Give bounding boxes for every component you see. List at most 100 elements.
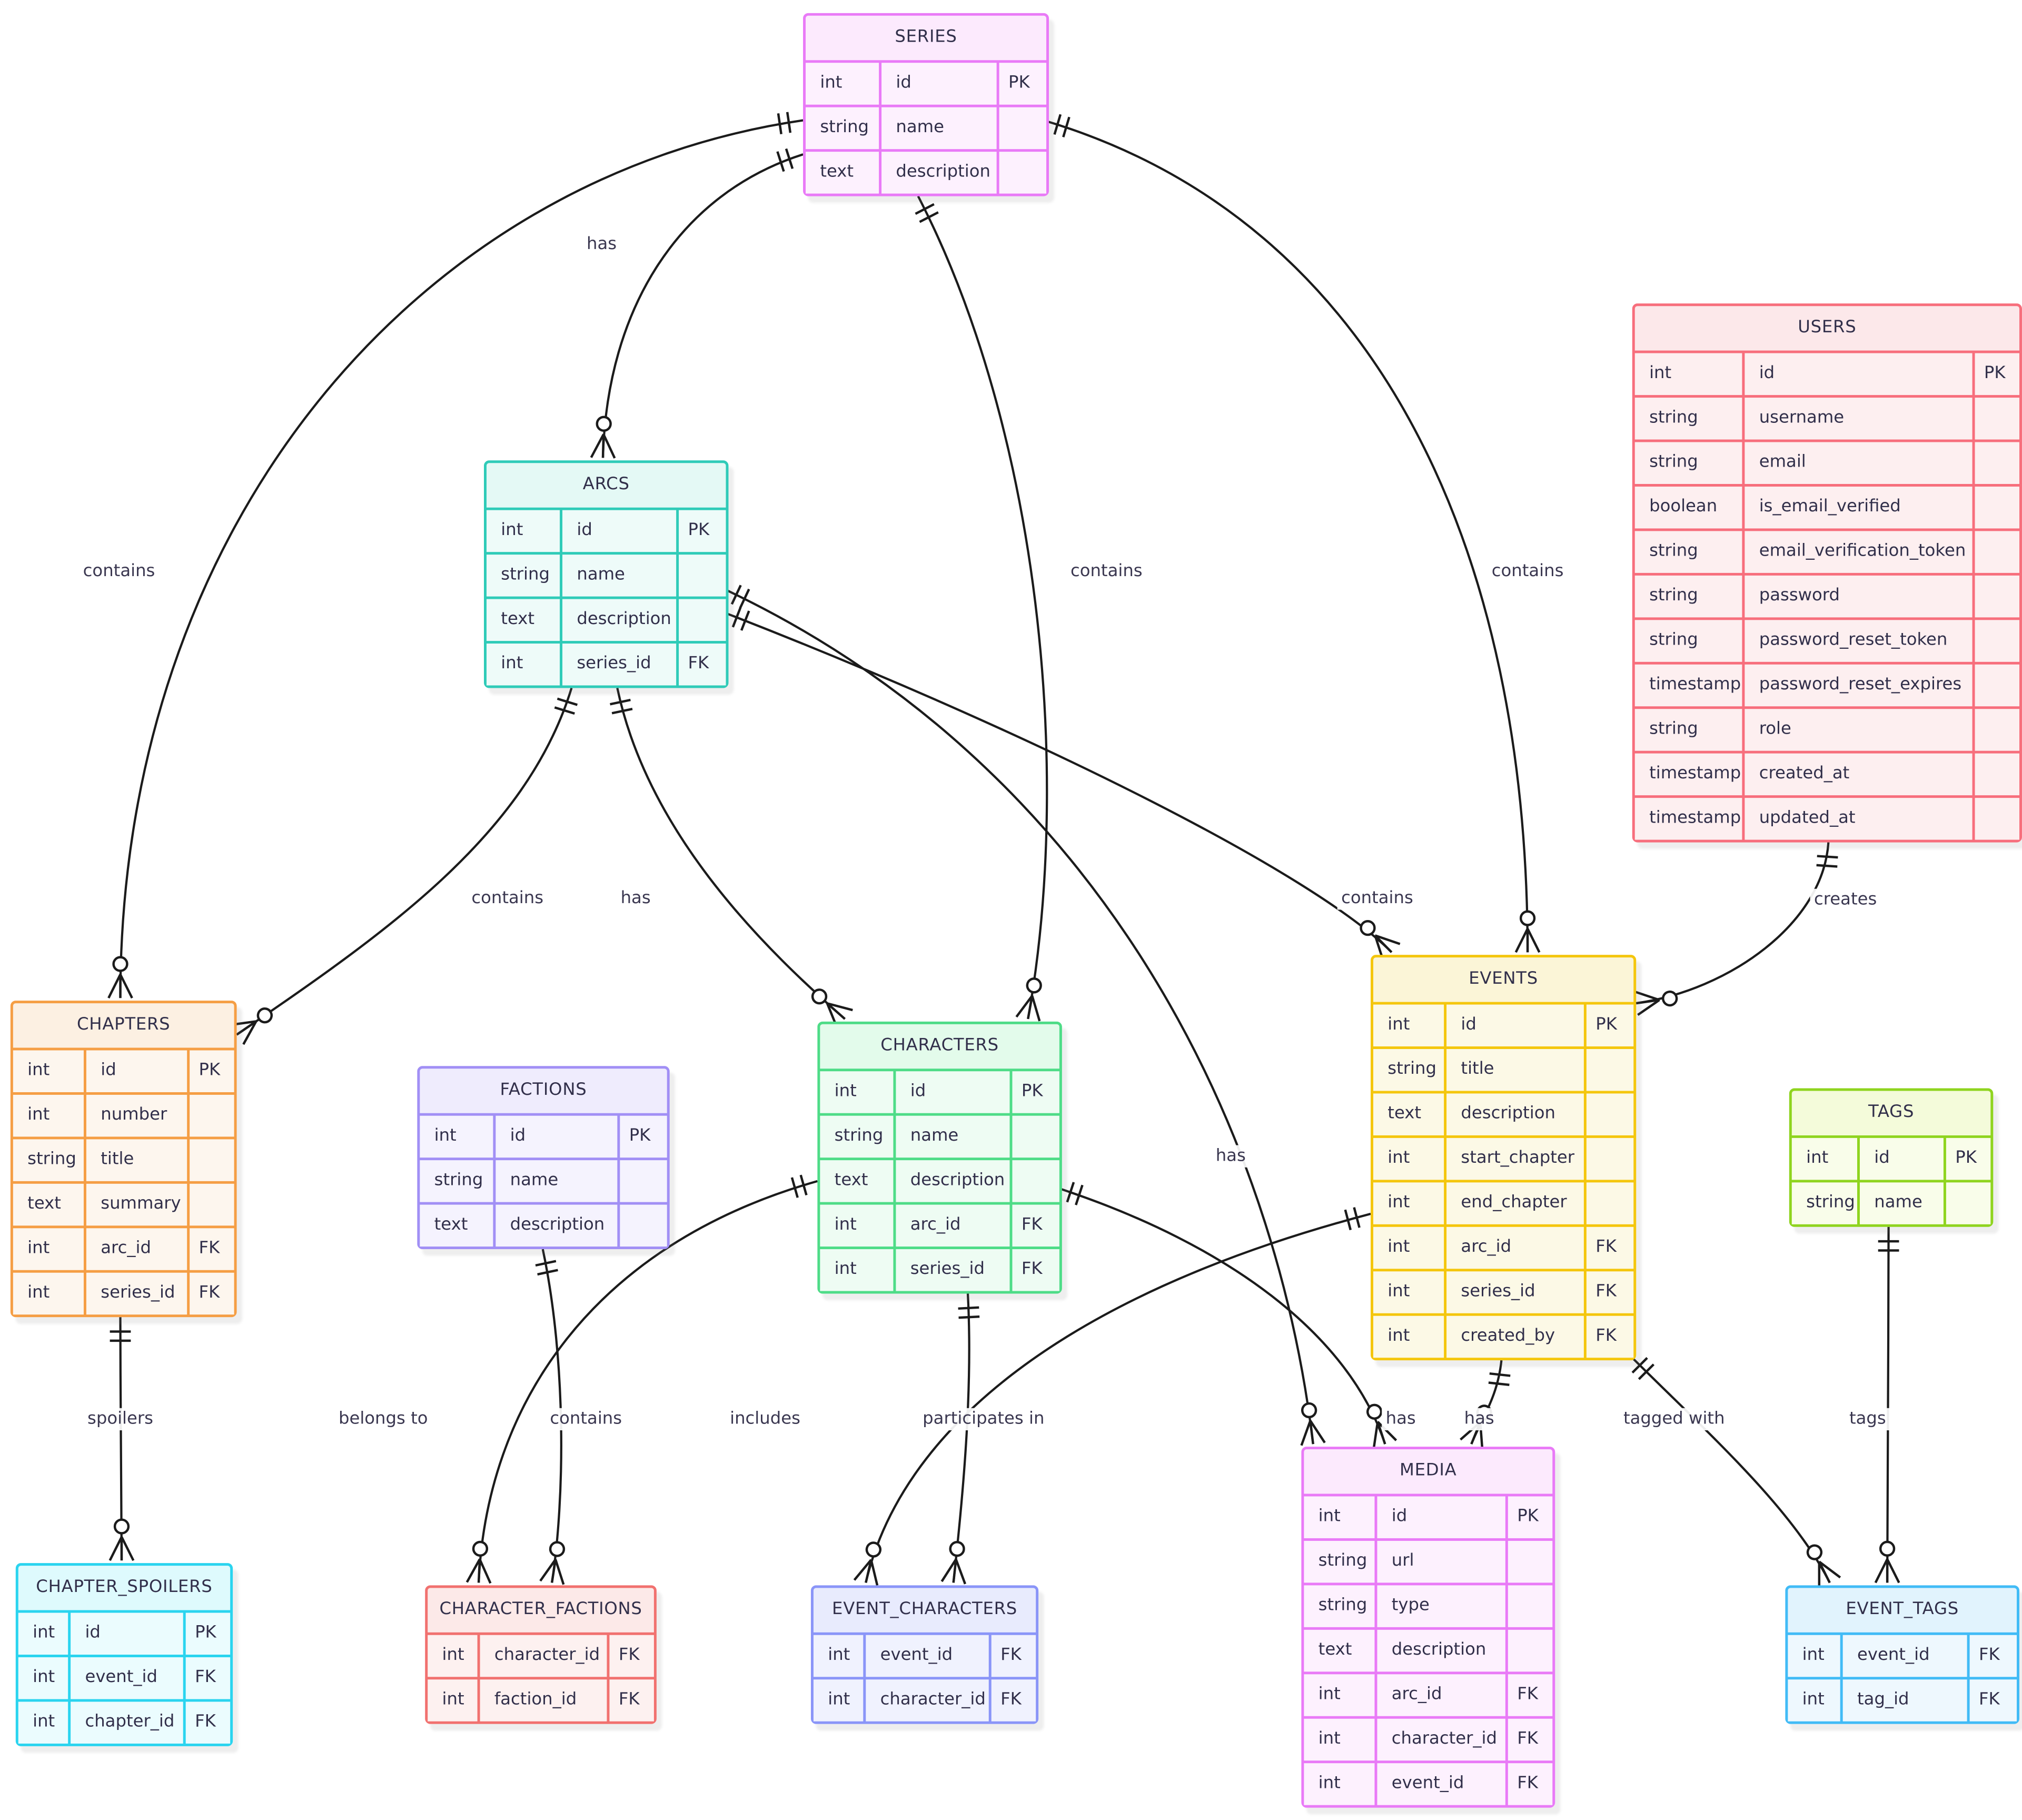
attr-key-cell: FK bbox=[1586, 1226, 1634, 1269]
attr-key-cell bbox=[999, 152, 1047, 194]
attr-type-cell: string bbox=[1304, 1540, 1375, 1583]
attr-key-cell bbox=[1975, 709, 2019, 751]
entity-title: EVENTS bbox=[1373, 957, 1634, 1002]
attr-name-cell: start_chapter bbox=[1446, 1138, 1584, 1180]
entity-title: CHARACTERS bbox=[820, 1024, 1059, 1069]
attr-type-cell: timestamp bbox=[1634, 753, 1742, 796]
attr-name-cell: role bbox=[1745, 709, 1973, 751]
attr-type-cell: int bbox=[13, 1050, 84, 1092]
attr-key-cell: FK bbox=[1969, 1679, 2017, 1722]
attr-type-cell: string bbox=[1634, 531, 1742, 573]
attr-name-cell: password_reset_expires bbox=[1745, 664, 1973, 707]
attr-name-cell: id bbox=[495, 1115, 618, 1158]
attr-name-cell: end_chapter bbox=[1446, 1182, 1584, 1224]
attr-name-cell: id bbox=[881, 63, 997, 105]
attr-key-cell: FK bbox=[1508, 1763, 1553, 1805]
entity-title: CHAPTER_SPOILERS bbox=[18, 1566, 231, 1610]
attr-key-cell: PK bbox=[1586, 1004, 1634, 1047]
attr-key-cell bbox=[1975, 620, 2019, 662]
attr-name-cell: series_id bbox=[86, 1272, 187, 1315]
attr-key-cell: FK bbox=[609, 1635, 654, 1677]
entity-title: TAGS bbox=[1791, 1091, 1991, 1135]
relationship-label-contains: contains bbox=[467, 887, 548, 910]
attr-name-cell: id bbox=[71, 1613, 183, 1655]
attr-type-cell: text bbox=[420, 1204, 493, 1247]
attr-type-cell: string bbox=[1791, 1182, 1857, 1224]
attr-key-cell: FK bbox=[1012, 1204, 1059, 1247]
attr-name-cell: character_id bbox=[480, 1635, 607, 1677]
attr-key-cell: PK bbox=[1975, 353, 2019, 395]
attr-type-cell: text bbox=[806, 152, 879, 194]
attr-name-cell: tag_id bbox=[1842, 1679, 1967, 1722]
attr-key-cell: FK bbox=[190, 1228, 234, 1270]
edge-arcs-events bbox=[722, 607, 1401, 961]
attr-name-cell: id bbox=[1377, 1496, 1505, 1538]
attr-type-cell: int bbox=[420, 1115, 493, 1158]
attr-name-cell: title bbox=[1446, 1049, 1584, 1091]
entity-title: MEDIA bbox=[1304, 1449, 1553, 1494]
attr-key-cell: FK bbox=[185, 1657, 231, 1699]
attr-key-cell bbox=[190, 1139, 234, 1181]
attr-key-cell bbox=[1946, 1182, 1991, 1224]
attr-type-cell: timestamp bbox=[1634, 664, 1742, 707]
attr-name-cell: series_id bbox=[1446, 1271, 1584, 1313]
edge-characters-media bbox=[1056, 1182, 1397, 1448]
attr-key-cell bbox=[1012, 1160, 1059, 1202]
attr-key-cell bbox=[1012, 1115, 1059, 1158]
attr-name-cell: id bbox=[896, 1071, 1010, 1113]
relationship-label-has: has bbox=[617, 887, 655, 910]
attr-key-cell: FK bbox=[185, 1702, 231, 1744]
attr-key-cell bbox=[1586, 1093, 1634, 1135]
attr-name-cell: created_at bbox=[1745, 753, 1973, 796]
attr-key-cell bbox=[1975, 664, 2019, 707]
attr-type-cell: string bbox=[1304, 1585, 1375, 1627]
attr-key-cell: FK bbox=[1508, 1718, 1553, 1761]
attr-name-cell: arc_id bbox=[1377, 1674, 1505, 1716]
attr-key-cell: PK bbox=[190, 1050, 234, 1092]
attr-name-cell: series_id bbox=[562, 644, 677, 686]
entity-title: SERIES bbox=[806, 15, 1047, 61]
attr-type-cell: string bbox=[486, 555, 560, 597]
attr-key-cell: PK bbox=[620, 1115, 667, 1158]
relationship-label-tags: tags bbox=[1845, 1408, 1890, 1431]
edge-chapters-chapter-spoilers bbox=[108, 1317, 135, 1561]
edge-arcs-characters bbox=[610, 688, 853, 1028]
entity-title: CHARACTER_FACTIONS bbox=[428, 1588, 654, 1633]
attr-key-cell: FK bbox=[1969, 1635, 2017, 1677]
attr-type-cell: string bbox=[1634, 620, 1742, 662]
attr-name-cell: password_reset_token bbox=[1745, 620, 1973, 662]
attr-name-cell: id bbox=[1859, 1138, 1944, 1180]
attr-type-cell: int bbox=[1373, 1271, 1444, 1313]
attr-name-cell: title bbox=[86, 1139, 187, 1181]
attr-key-cell bbox=[1975, 486, 2019, 529]
attr-type-cell: int bbox=[18, 1702, 68, 1744]
attr-name-cell: description bbox=[881, 152, 997, 194]
attr-key-cell: FK bbox=[1508, 1674, 1553, 1716]
relationship-label-has: has bbox=[1212, 1145, 1250, 1168]
attr-key-cell bbox=[190, 1094, 234, 1137]
attr-key-cell: PK bbox=[1508, 1496, 1553, 1538]
attr-name-cell: name bbox=[495, 1160, 618, 1202]
entity-title: EVENT_TAGS bbox=[1788, 1588, 2017, 1633]
attr-name-cell: arc_id bbox=[896, 1204, 1010, 1247]
relationship-label-contains: contains bbox=[1488, 560, 1568, 583]
attr-name-cell: name bbox=[896, 1115, 1010, 1158]
attr-name-cell: username bbox=[1745, 398, 1973, 440]
attr-type-cell: string bbox=[13, 1139, 84, 1181]
attr-type-cell: text bbox=[1373, 1093, 1444, 1135]
attr-name-cell: name bbox=[1859, 1182, 1944, 1224]
attr-key-cell bbox=[1508, 1629, 1553, 1672]
attr-name-cell: series_id bbox=[896, 1249, 1010, 1291]
attr-name-cell: description bbox=[495, 1204, 618, 1247]
attr-name-cell: id bbox=[86, 1050, 187, 1092]
attr-name-cell: email bbox=[1745, 442, 1973, 484]
